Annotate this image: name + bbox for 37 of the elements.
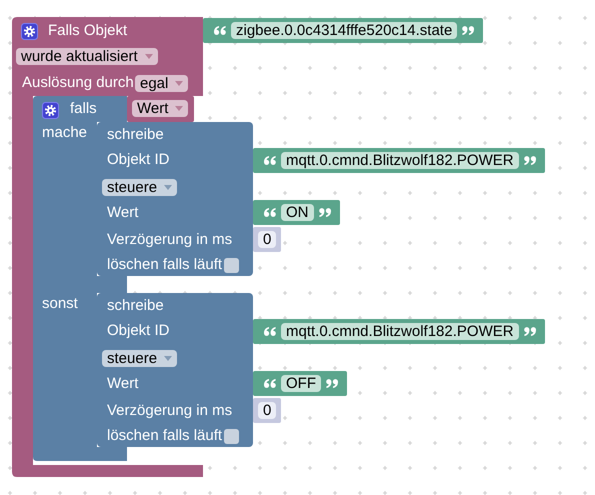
field-label: löschen falls läuft [107,256,222,274]
field-label: Objekt ID [107,151,170,169]
dropdown: Wert [132,100,188,117]
string-block [253,148,545,173]
branch-label: sonst [42,295,78,313]
branch-label: mache [42,124,88,142]
write-block [97,122,253,276]
dropdown: wurde aktualisiert [16,48,158,65]
text-field: zigbee.0.0c4314fffe520c14.state [231,22,458,39]
string-block [253,200,340,225]
dropdown: steuere [102,350,178,367]
text-field: ON [281,204,314,221]
write-block [97,293,253,447]
text-field: mqtt.0.cmnd.Blitzwolf182.POWER [281,323,519,340]
field-label: löschen falls läuft [107,427,222,445]
number-block [253,398,282,423]
string-block [253,371,347,396]
dropdown: egal [135,75,188,92]
field-label: Verzögerung in ms [107,231,232,249]
block-title: schreibe [107,297,164,315]
number-block [253,227,282,252]
dropdown: steuere [102,179,178,196]
block-title: schreibe [107,126,164,144]
field-label: Objekt ID [107,322,170,340]
block-title: falls [70,100,97,118]
number-field: 0 [258,231,276,248]
field-label: Verzögerung in ms [107,402,232,420]
field-label: Wert [107,204,138,222]
text-field: mqtt.0.cmnd.Blitzwolf182.POWER [281,152,519,169]
field-label: Auslösung durch [22,74,134,92]
string-block [203,18,484,43]
block-title: Falls Objekt [48,22,128,40]
string-block [253,319,545,344]
number-field: 0 [258,402,276,419]
field-label: Wert [107,375,138,393]
value-block [127,96,194,122]
text-field: OFF [281,375,321,392]
